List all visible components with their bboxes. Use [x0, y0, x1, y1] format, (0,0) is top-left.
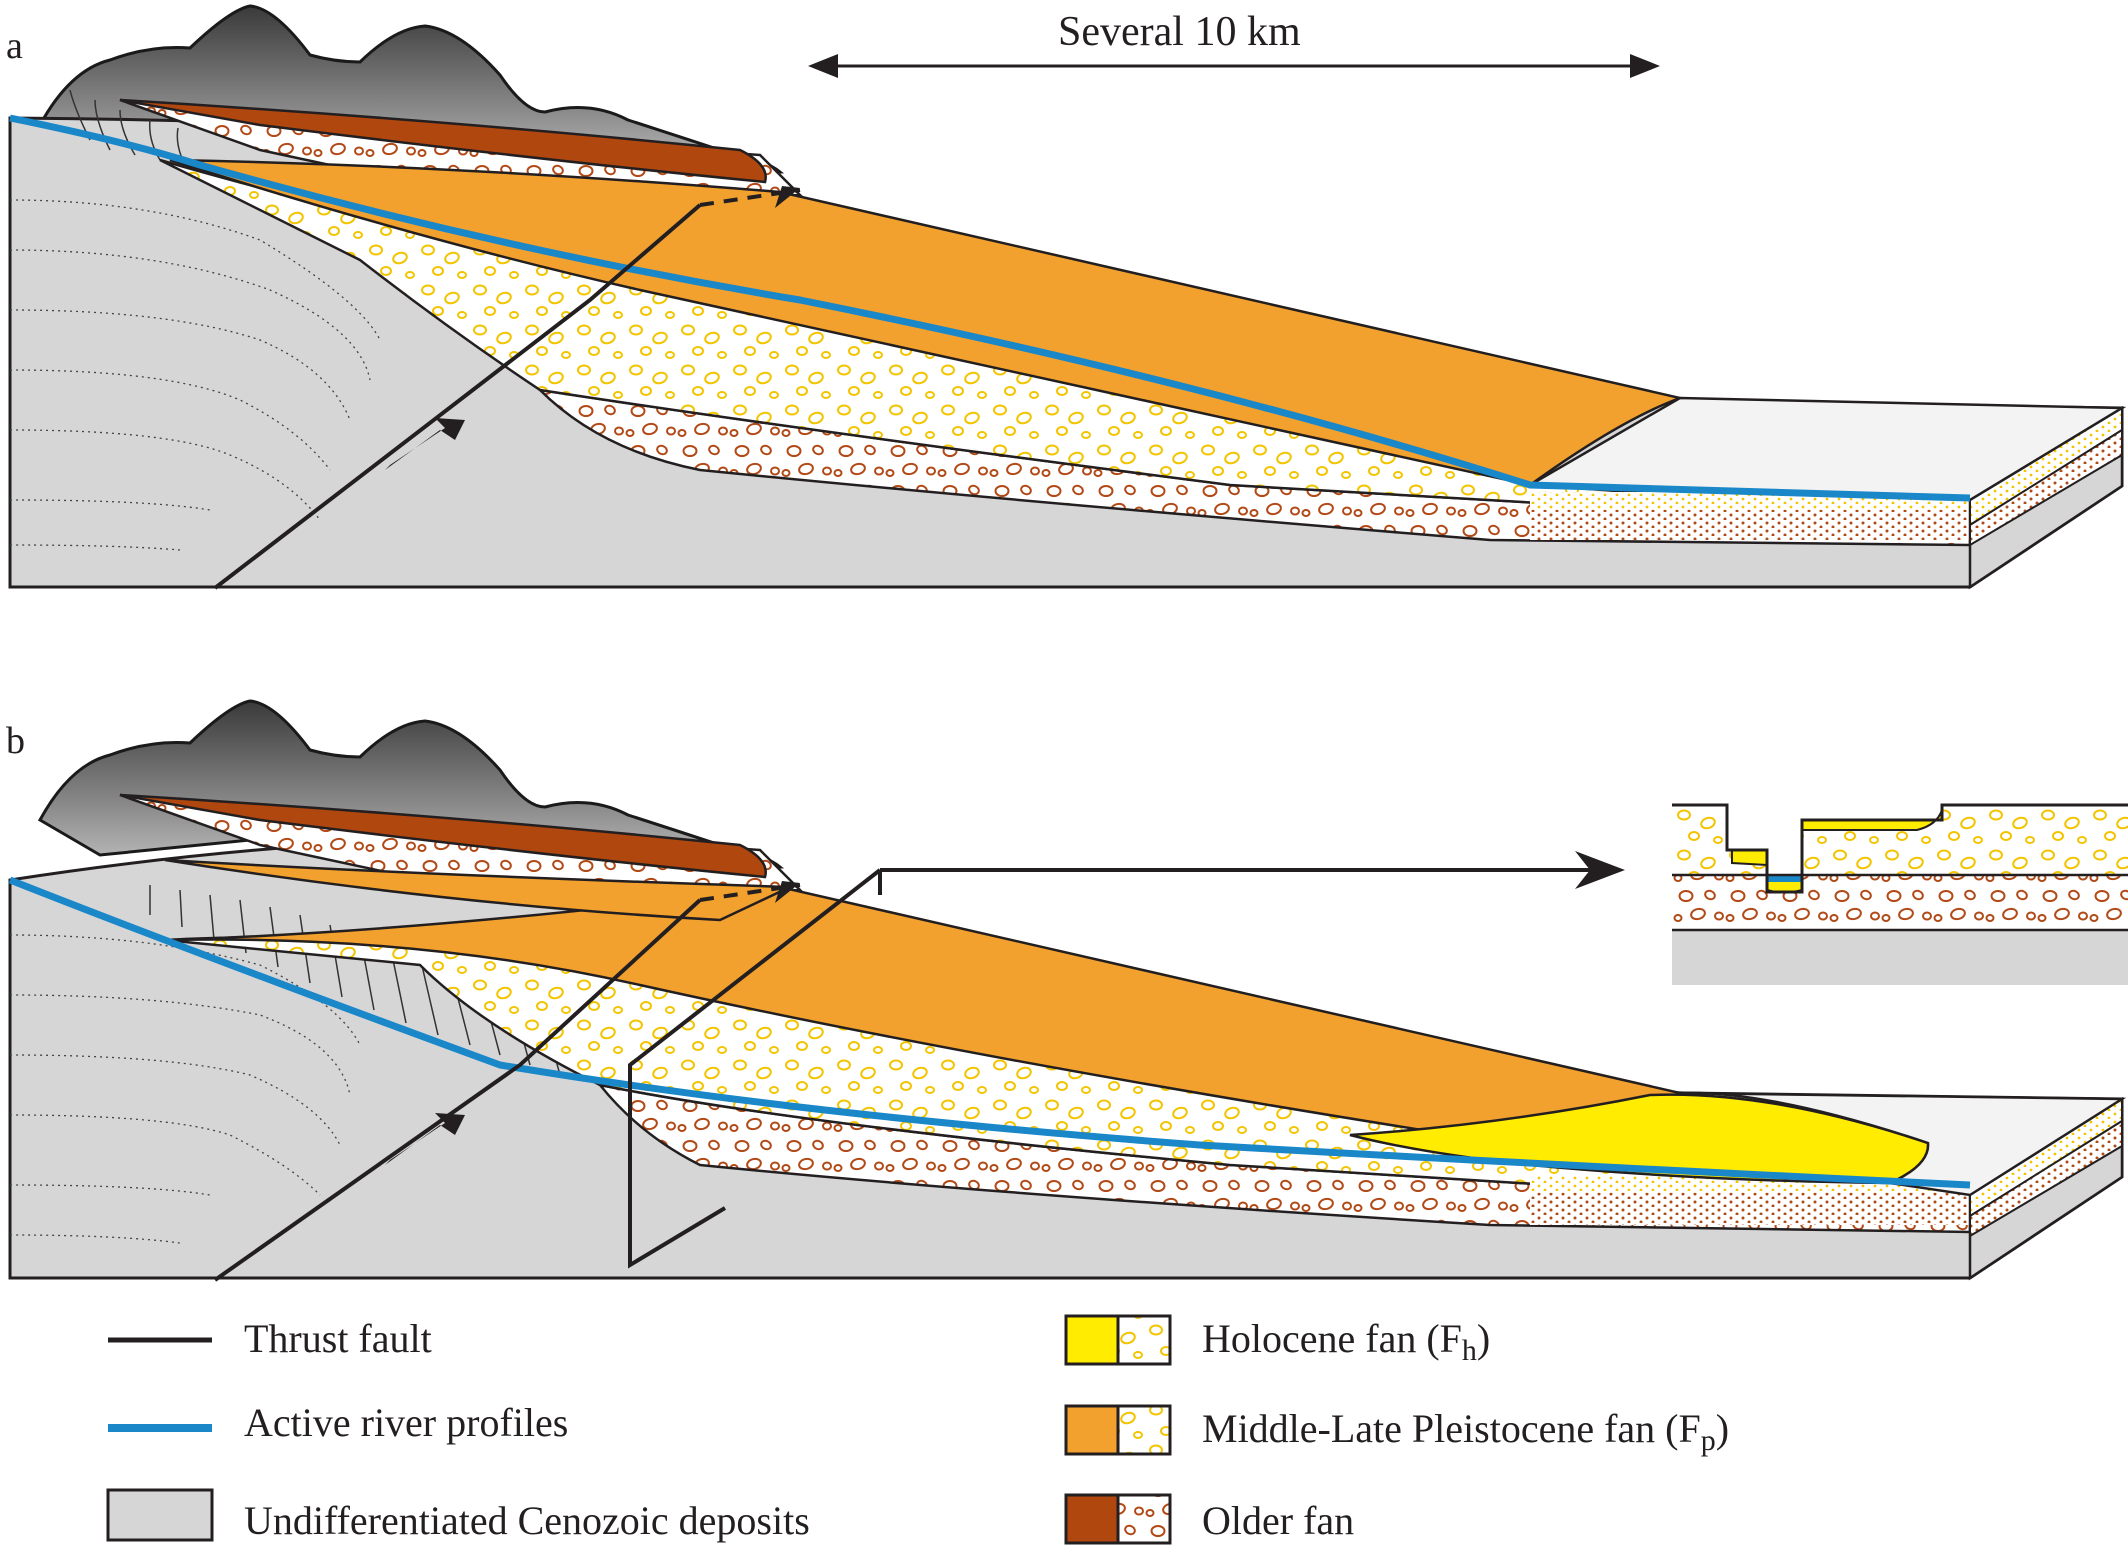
panel-b: b	[6, 699, 2128, 1282]
legend-river: Active river profiles	[108, 1400, 568, 1445]
river-profile-b	[8, 876, 1971, 1189]
older-fan-a	[119, 98, 767, 184]
legend-holocene-label: Holocene fan (Fh)	[1202, 1316, 1490, 1367]
legend-older-fan: Older fan	[1064, 1493, 1354, 1545]
legend-pleistocene: Middle-Late Pleistocene fan (Fp)	[1064, 1404, 1729, 1457]
cenozoic-bedding-b	[9, 934, 361, 1244]
cenozoic-bedding-a	[9, 199, 381, 551]
panel-label-a: a	[6, 25, 23, 67]
scale-bar: Several 10 km	[808, 9, 1660, 78]
pleistocene-fan-b	[169, 885, 1685, 1149]
legend-cenozoic: Undifferentiated Cenozoic deposits	[106, 1488, 810, 1543]
distal-plain-top-a	[1525, 396, 2127, 502]
inset-cross-section	[1672, 803, 2128, 985]
legend-older-fan-label: Older fan	[1202, 1498, 1354, 1543]
legend-thrust-fault: Thrust fault	[108, 1316, 432, 1361]
legend-cenozoic-label: Undifferentiated Cenozoic deposits	[244, 1498, 810, 1543]
legend-pleistocene-label: Middle-Late Pleistocene fan (Fp)	[1202, 1406, 1729, 1457]
river-profile-a	[9, 114, 1971, 502]
section-plane-b	[628, 868, 882, 1269]
panel-label-b: b	[6, 720, 25, 762]
legend-river-label: Active river profiles	[244, 1400, 568, 1445]
legend: Thrust fault Active river profiles Undif…	[106, 1314, 1729, 1545]
older-fan-b	[119, 793, 767, 879]
scale-label: Several 10 km	[1058, 9, 1301, 55]
panel-a: a Several 10 km	[6, 4, 2127, 590]
thrust-fault-b	[213, 881, 801, 1282]
distal-dots-brown-b	[1530, 1193, 1970, 1225]
legend-thrust-fault-label: Thrust fault	[244, 1316, 432, 1361]
thrust-fault-a	[213, 186, 801, 590]
distal-plain-top-b	[1679, 1091, 2127, 1197]
legend-holocene: Holocene fan (Fh)	[1064, 1314, 1490, 1367]
distal-dots-brown-a	[1530, 510, 1970, 540]
